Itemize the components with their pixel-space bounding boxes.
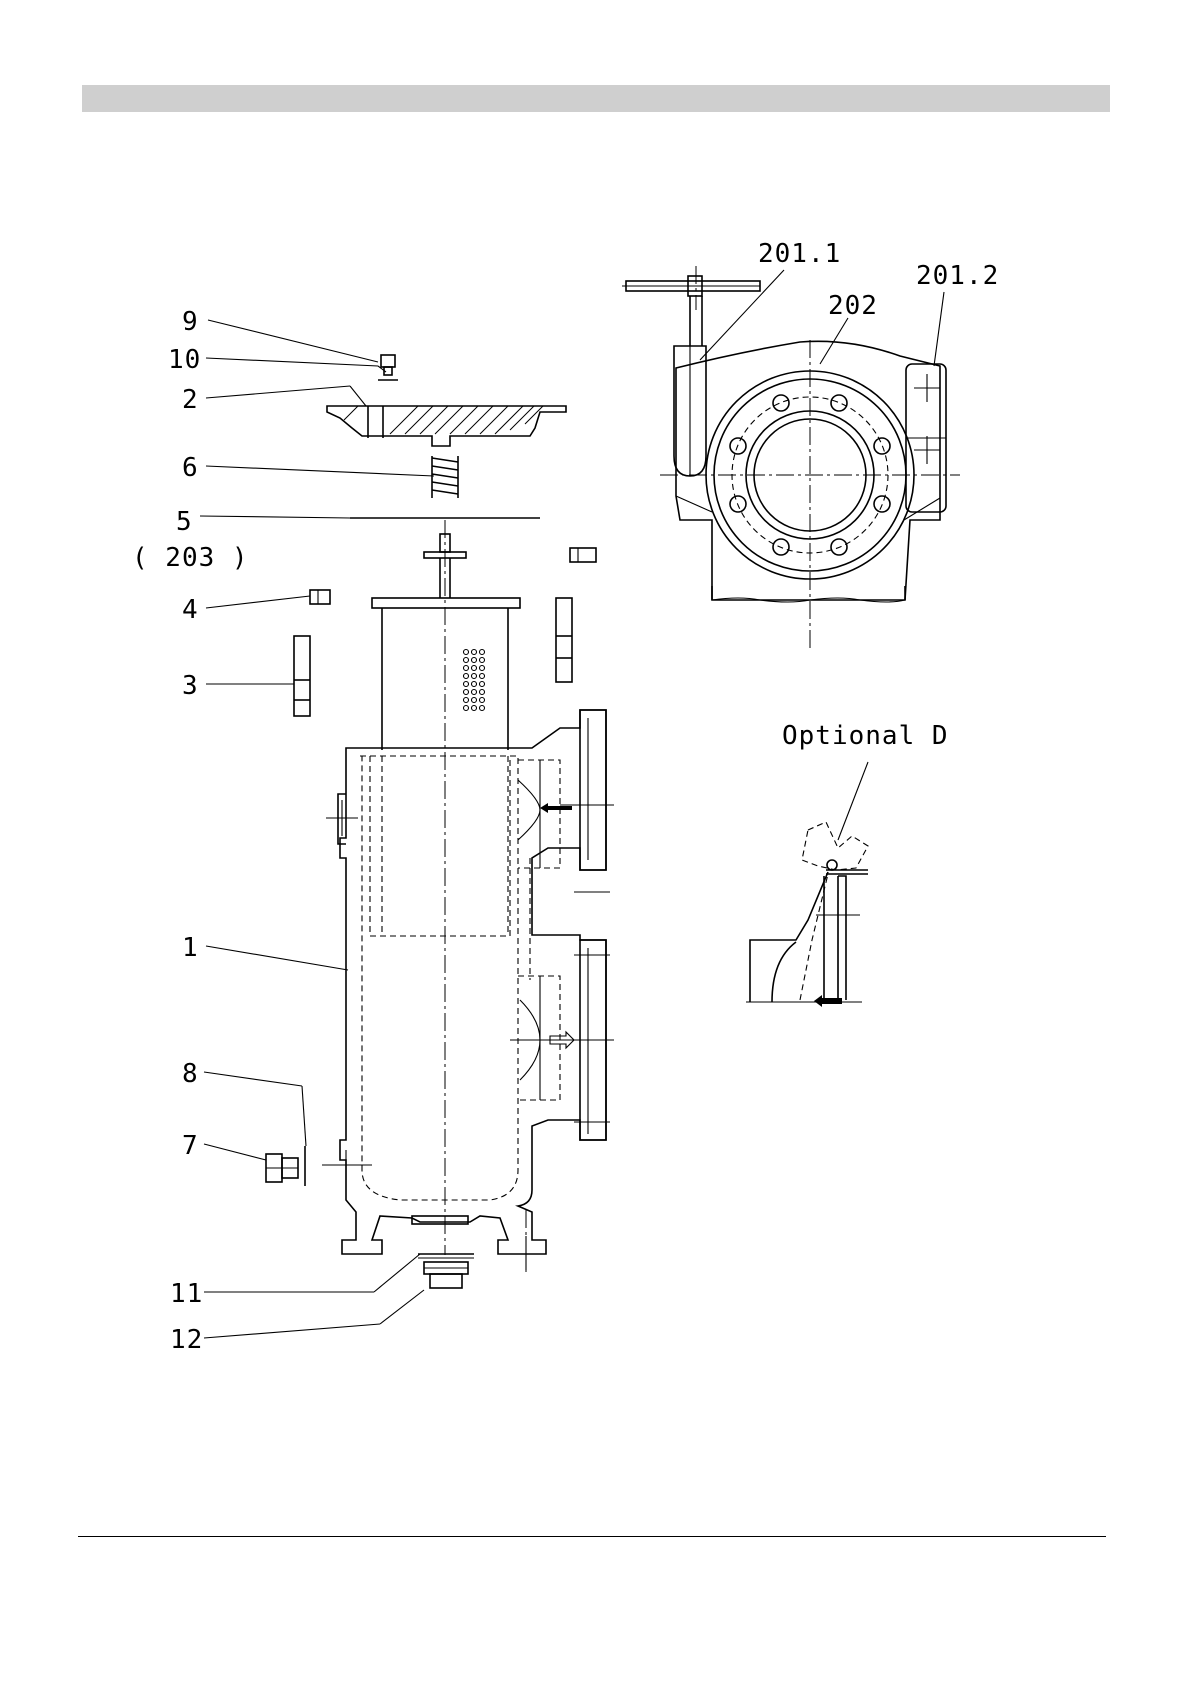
optional-d-detail [746,762,868,1007]
end-view-top [622,266,960,650]
part-3-stud [294,598,572,716]
label-part-1: 1 [182,933,199,963]
label-part-9: 9 [182,307,199,337]
part-7-drain-plug [266,1154,298,1182]
label-part-8: 8 [182,1059,199,1089]
part-12-bottom-plug [424,1262,468,1288]
label-part-201-1: 201.1 [758,239,841,269]
label-part-2: 2 [182,385,199,415]
part-1-housing [322,710,614,1272]
part-2-cover [327,406,566,446]
label-part-11: 11 [170,1279,203,1309]
label-part-7: 7 [182,1131,199,1161]
label-part-5: 5 [176,507,193,537]
footer-rule [78,1536,1106,1537]
part-4-nut [310,548,596,604]
leader-lines-right [700,270,944,366]
label-part-201-2: 201.2 [916,261,999,291]
part-9-bolt [381,355,395,375]
label-part-10: 10 [168,345,201,375]
part-203-filter-element [372,534,520,750]
label-part-203: ( 203 ) [132,543,249,573]
label-part-12: 12 [170,1325,203,1355]
label-part-4: 4 [182,595,199,625]
main-housing-view [266,355,614,1288]
label-part-3: 3 [182,671,199,701]
label-part-202: 202 [828,291,878,321]
leader-lines-left [200,320,434,1338]
label-optional-d: Optional D [782,721,949,751]
label-part-6: 6 [182,453,199,483]
part-6-spring [432,456,458,498]
